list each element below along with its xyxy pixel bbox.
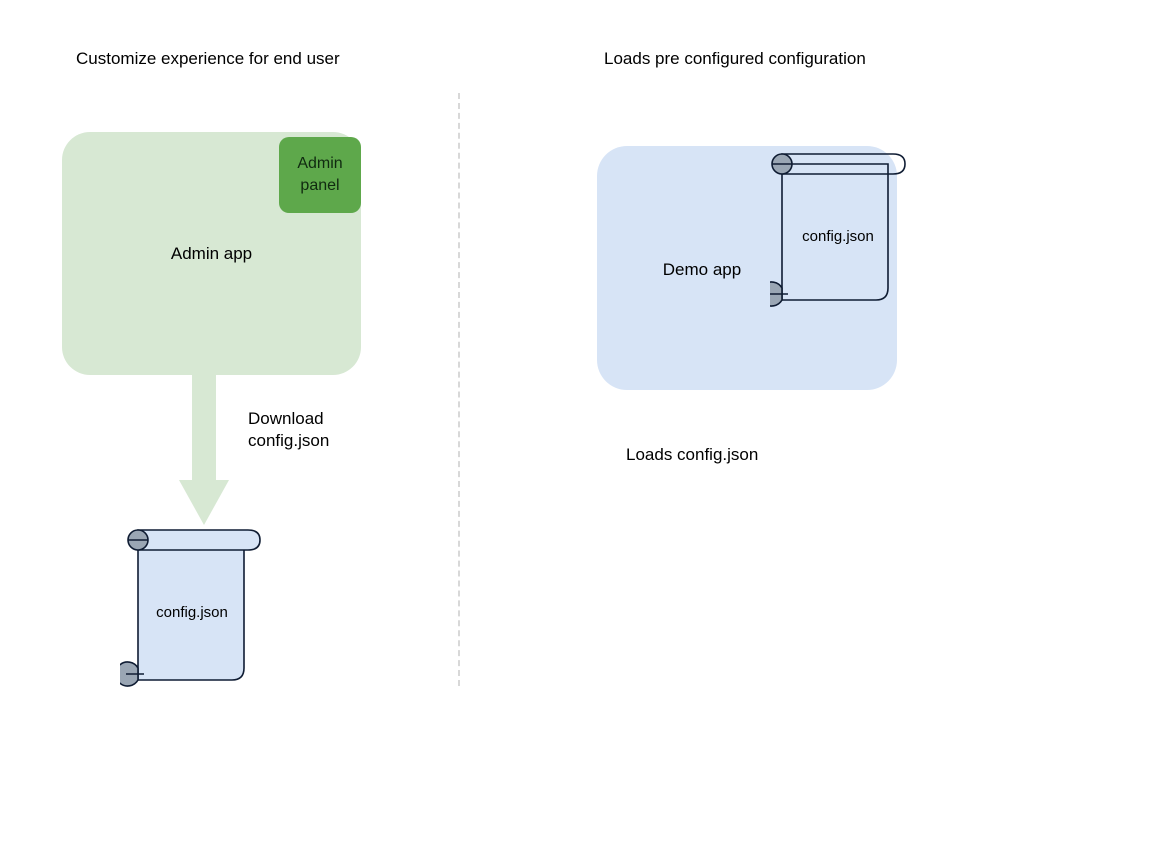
admin-app-label: Admin app <box>170 244 253 263</box>
admin-panel-label-line2: panel <box>300 177 340 194</box>
download-arrow-icon <box>179 370 229 525</box>
demo-app-label: Demo app <box>662 260 742 279</box>
admin-panel-label-group: Admin panel <box>279 137 361 213</box>
download-arrow-caption: Download config.json <box>248 409 330 450</box>
section-title-right: Loads pre configured configuration <box>604 49 866 68</box>
config-json-label-right: config.json <box>802 228 874 245</box>
vertical-divider <box>458 93 460 686</box>
config-json-label-left: config.json <box>156 604 228 621</box>
admin-panel-box[interactable]: Admin panel <box>279 137 361 213</box>
section-title-left: Customize experience for end user <box>76 49 340 68</box>
loads-config-caption: Loads config.json <box>626 445 759 464</box>
admin-panel-label-line1: Admin <box>297 155 343 172</box>
